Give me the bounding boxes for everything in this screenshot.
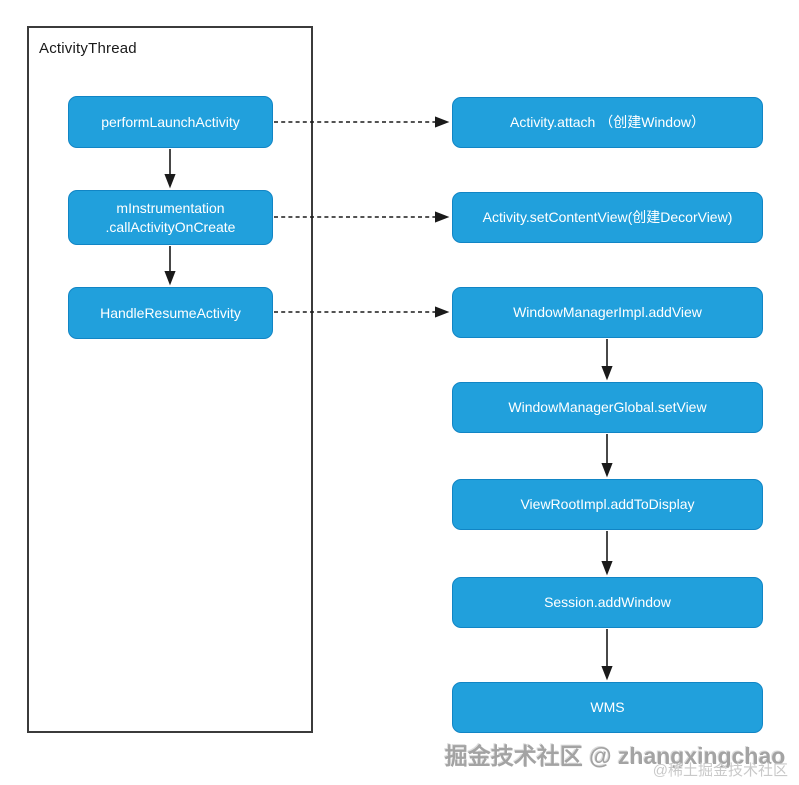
watermark-community-secondary: @稀土掘金技术社区 — [652, 762, 788, 779]
container-title: ActivityThread — [39, 40, 137, 57]
node-activity-setcontentview: Activity.setContentView(创建DecorView) — [452, 192, 763, 243]
node-windowmanagerglobal-setview: WindowManagerGlobal.setView — [452, 382, 763, 433]
node-activity-attach: Activity.attach （创建Window） — [452, 97, 763, 148]
node-perform-launch-activity: performLaunchActivity — [68, 96, 273, 148]
node-minstrumentation-callactivityoncreate: mInstrumentation .callActivityOnCreate — [68, 190, 273, 245]
node-windowmanagerimpl-addview: WindowManagerImpl.addView — [452, 287, 763, 338]
node-wms: WMS — [452, 682, 763, 733]
node-session-addwindow: Session.addWindow — [452, 577, 763, 628]
activity-thread-container: ActivityThread — [27, 26, 313, 733]
node-viewrootimpl-addtodisplay: ViewRootImpl.addToDisplay — [452, 479, 763, 530]
watermark-community: 掘金技术社区 @ zhangxingchao — [444, 743, 786, 769]
node-handle-resume-activity: HandleResumeActivity — [68, 287, 273, 339]
